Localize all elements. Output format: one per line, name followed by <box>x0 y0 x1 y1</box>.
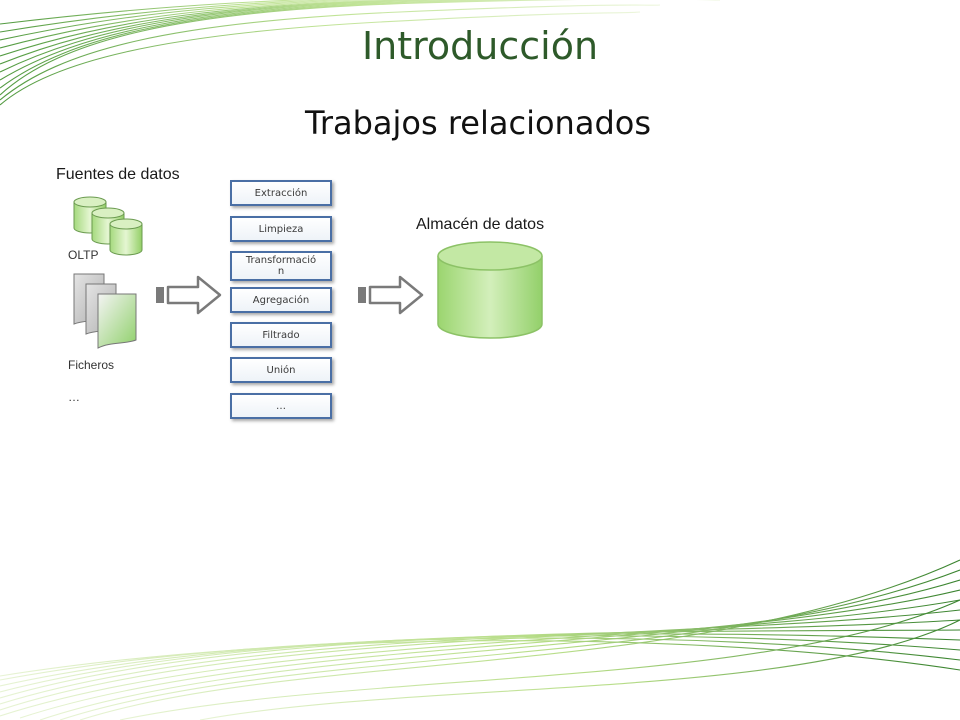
database-icon <box>73 196 143 256</box>
oltp-label: OLTP <box>68 248 99 262</box>
step-limpieza: Limpieza <box>230 216 332 242</box>
step-union: Unión <box>230 357 332 383</box>
step-filtrado: Filtrado <box>230 322 332 348</box>
warehouse-label: Almacén de datos <box>416 216 545 233</box>
slide-subtitle: Trabajos relacionados <box>305 104 651 142</box>
more-sources-label: … <box>68 390 80 404</box>
step-agregacion: Agregación <box>230 287 332 313</box>
arrow-right-icon <box>156 275 222 315</box>
top-wave <box>0 0 720 106</box>
sources-heading: Fuentes de datos <box>56 166 180 183</box>
slide-title: Introducción <box>361 24 599 68</box>
step-more: … <box>230 393 332 419</box>
document-stack-icon <box>73 273 137 349</box>
database-icon <box>437 241 543 339</box>
bottom-wave <box>0 559 960 720</box>
arrow-right-icon <box>358 275 424 315</box>
step-transformacion: Transformación <box>230 251 332 281</box>
step-extraccion: Extracción <box>230 180 332 206</box>
files-label: Ficheros <box>68 358 115 372</box>
